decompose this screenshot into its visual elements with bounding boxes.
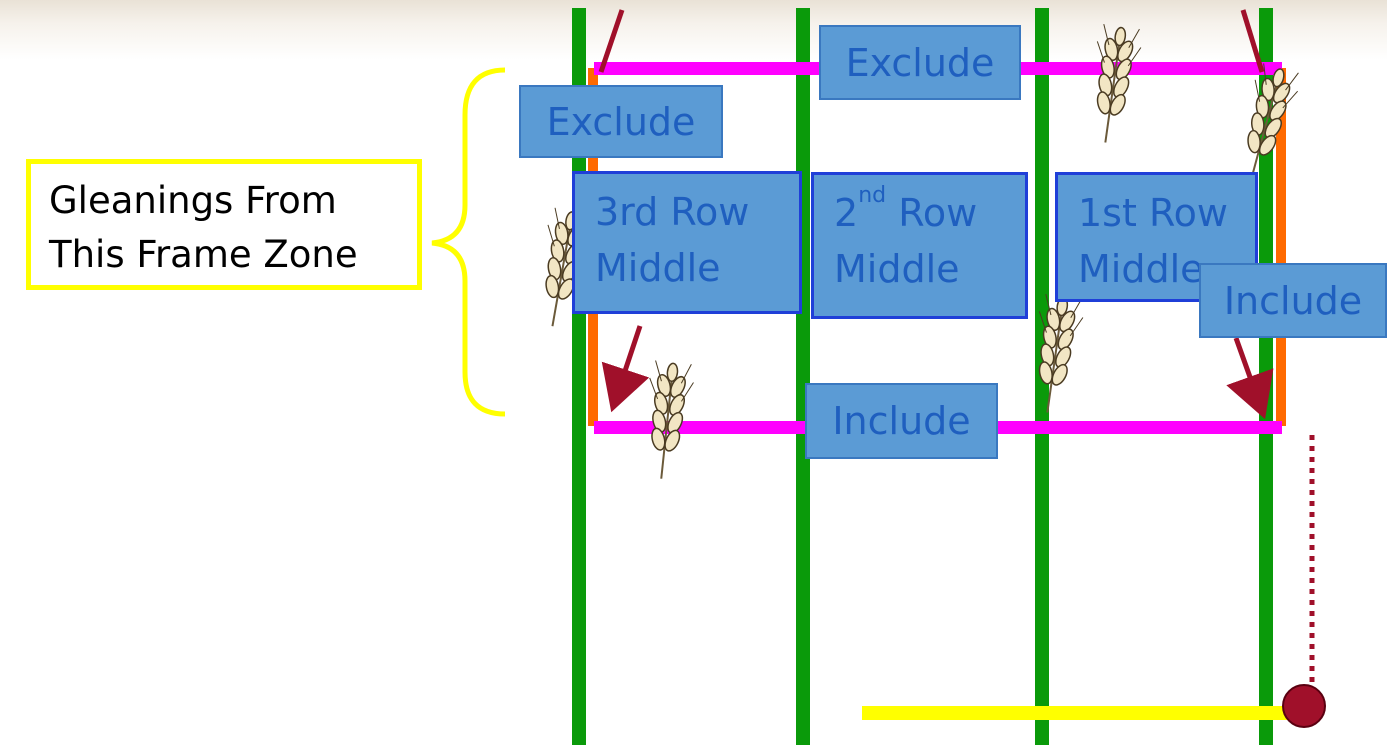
- second-row-line-1-rest: Row: [886, 191, 978, 235]
- exclude-label-top: Exclude: [819, 25, 1021, 100]
- wheat-head-icon: [638, 359, 697, 482]
- zone-bracket: [431, 67, 506, 417]
- second-row-line-1: 2nd Row: [834, 185, 1025, 241]
- wheat-head-icon: [1082, 22, 1145, 147]
- callout-line-1: Gleanings From: [49, 179, 337, 222]
- third-row-line-1: 3rd Row: [595, 190, 750, 234]
- header-bar: [862, 706, 1302, 720]
- wheat-head-icon: [1024, 292, 1087, 417]
- row-line-2: [796, 8, 810, 745]
- arrow-top-left: [598, 9, 625, 73]
- arrow-bottom-right: [1226, 337, 1274, 420]
- arrow-top-right: [1240, 9, 1265, 73]
- second-row-ordinal: 2: [834, 191, 859, 235]
- first-row-line-2: Middle: [1078, 247, 1204, 291]
- third-row-middle-box: 3rd Row Middle: [572, 171, 802, 314]
- position-marker: [1282, 684, 1326, 728]
- first-row-line-1: 1st Row: [1078, 191, 1228, 235]
- second-row-line-2: Middle: [834, 247, 960, 291]
- exclude-label-left: Exclude: [519, 85, 723, 158]
- second-row-middle-box: 2nd Row Middle: [811, 172, 1028, 319]
- include-label-bottom: Include: [805, 383, 998, 459]
- arrow-bottom-left: [601, 325, 650, 413]
- top-background-fade: [0, 0, 1387, 60]
- frame-right-side: [1276, 68, 1286, 426]
- frame-zone-callout: Gleanings From This Frame Zone: [26, 159, 422, 290]
- callout-line-2: This Frame Zone: [49, 233, 358, 276]
- second-row-ordinal-suffix: nd: [858, 183, 887, 208]
- include-label-right: Include: [1199, 263, 1387, 338]
- third-row-line-2: Middle: [595, 246, 721, 290]
